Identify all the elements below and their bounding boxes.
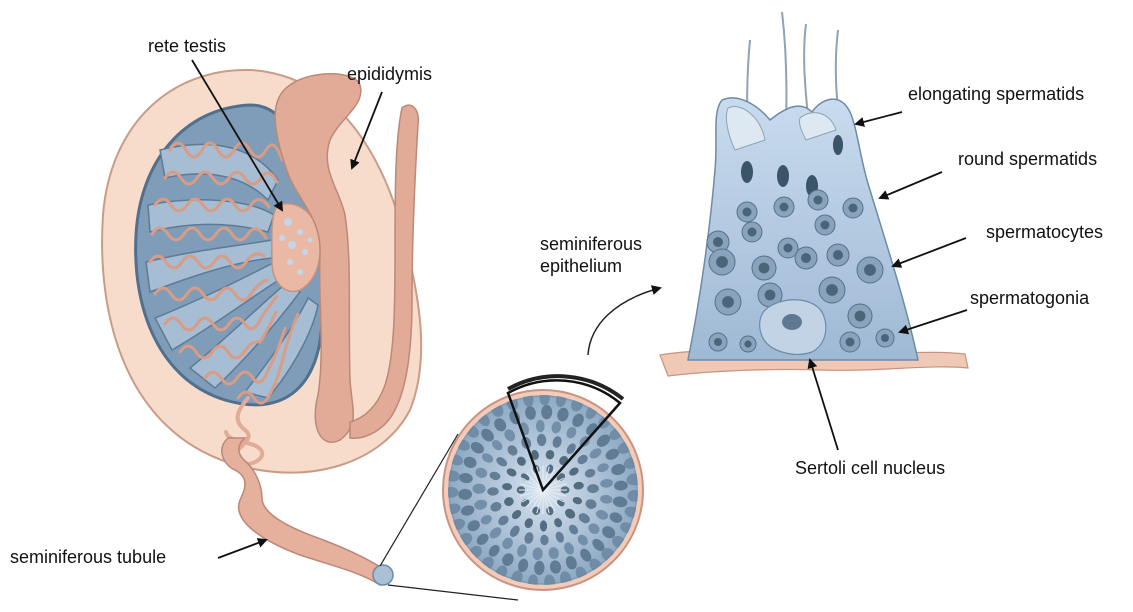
label-seminiferous-epithelium-line2: epithelium [540,256,622,276]
label-spermatogonia: spermatogonia [970,288,1090,308]
germ-cell-nucleus [814,196,823,205]
germ-cell-nucleus [744,340,751,347]
germ-cell-nucleus [722,296,734,308]
germ-cell-nucleus [748,228,757,237]
germ-cell-nucleus [743,208,752,217]
arrow-seminiferous-tubule [218,540,266,558]
arrow-spermatocytes [893,238,966,266]
label-epididymis: epididymis [347,64,432,84]
germ-cell-nucleus [855,311,866,322]
zoom-arrow [588,288,660,355]
germ-cell-nucleus [846,338,855,347]
germ-cell-nucleus [801,253,811,263]
arrow-round-spermatids [880,172,942,198]
label-elongating-spermatids: elongating spermatids [908,84,1084,104]
tubule-cross-section-dot [373,565,393,585]
germ-cell-nucleus [881,334,889,342]
arrow-sertoli-cell-nucleus [810,360,838,450]
germ-cell-nucleus [826,284,838,296]
germ-cell-nucleus [759,263,770,274]
label-spermatocytes: spermatocytes [986,222,1103,242]
germ-cell-nucleus [765,290,776,301]
arrow-spermatogonia [900,310,967,332]
sertoli-cell [760,300,826,355]
germ-cell-nucleus [821,221,830,230]
sertoli-nucleus [782,314,802,330]
germ-cell-nucleus [780,203,789,212]
label-seminiferous-tubule: seminiferous tubule [10,547,166,567]
label-round-spermatids: round spermatids [958,149,1097,169]
label-rete-testis: rete testis [148,36,226,56]
germ-cell-nucleus [864,264,876,276]
germ-cell-nucleus [784,244,793,253]
zoom-line-bottom [388,585,518,600]
arrow-elongating-spermatids [856,112,902,124]
germ-cell-nucleus [833,250,843,260]
tubule-cross-section [443,376,643,590]
germ-cell-nucleus [713,237,723,247]
germ-cell-nucleus [714,338,722,346]
seminiferous-epithelium [660,12,968,376]
germ-cell-nucleus [716,256,728,268]
label-sertoli-cell-nucleus: Sertoli cell nucleus [795,458,945,478]
germ-cell-nucleus [849,204,858,213]
label-seminiferous-epithelium-line1: seminiferous [540,234,642,254]
